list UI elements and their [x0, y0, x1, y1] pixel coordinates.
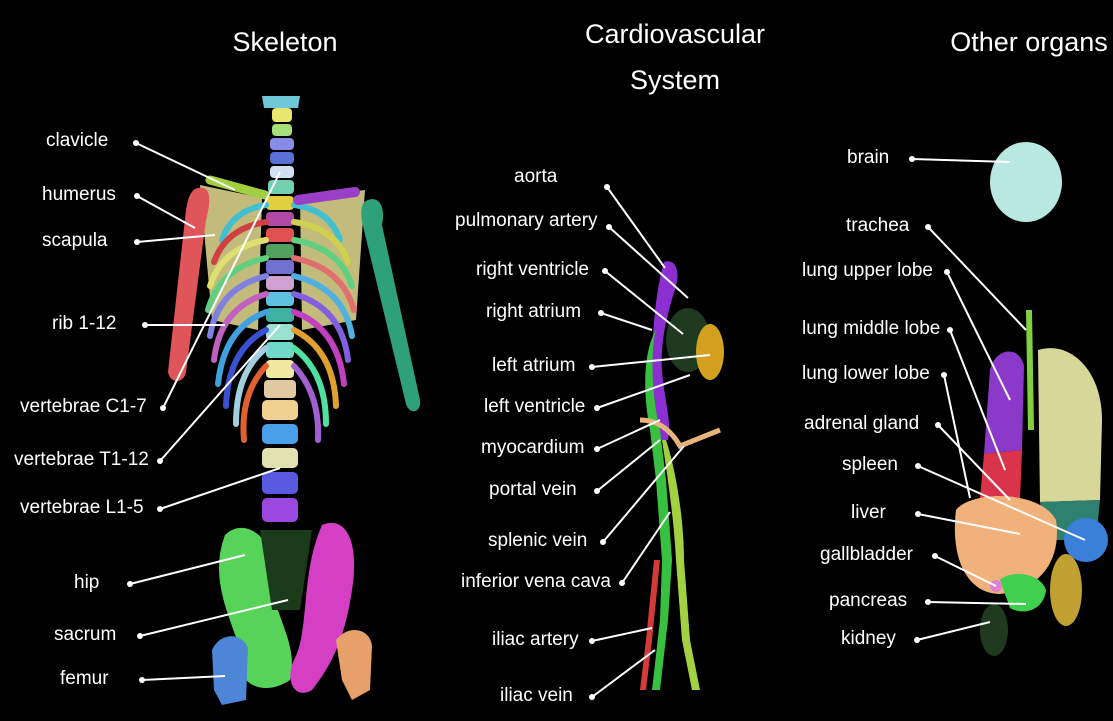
- vertebra-t12: [264, 380, 296, 398]
- label-iliac-artery: iliac artery: [492, 629, 579, 651]
- label-humerus: humerus: [42, 184, 116, 206]
- label-portal-vein: portal vein: [489, 479, 577, 501]
- label-lung-upper-lobe: lung upper lobe: [802, 260, 933, 282]
- vertebra-l5: [262, 498, 298, 522]
- pancreas-shape: [1000, 574, 1046, 611]
- vertebra-t3: [266, 228, 294, 242]
- vertebra-t5: [266, 260, 294, 274]
- label-gallbladder: gallbladder: [820, 544, 913, 566]
- label-rib: rib 1-12: [52, 313, 116, 335]
- left-atrium-shape: [696, 324, 724, 380]
- cardiovascular-illustration: [640, 261, 724, 690]
- label-aorta: aorta: [514, 166, 557, 188]
- label-scapula: scapula: [42, 230, 108, 252]
- label-right-ventricle: right ventricle: [476, 259, 589, 281]
- cardiovascular-title-line2: System: [565, 64, 785, 96]
- vertebra-c3: [270, 138, 294, 150]
- vertebra-t2: [266, 212, 294, 226]
- vertebra-t7: [266, 292, 294, 306]
- vertebra-l2: [262, 424, 298, 444]
- vertebra-t4: [266, 244, 294, 258]
- skeleton-illustration: [168, 96, 420, 705]
- label-lung-lower-lobe: lung lower lobe: [802, 363, 930, 385]
- label-vertebrae-c: vertebrae C1-7: [20, 396, 147, 418]
- label-splenic-vein: splenic vein: [488, 530, 587, 552]
- label-femur: femur: [60, 668, 109, 690]
- label-pancreas: pancreas: [829, 590, 907, 612]
- label-vertebrae-l: vertebrae L1-5: [20, 497, 144, 519]
- vertebra-c4: [270, 152, 294, 164]
- label-spleen: spleen: [842, 454, 898, 476]
- label-liver: liver: [851, 502, 886, 524]
- label-kidney: kidney: [841, 628, 896, 650]
- femur-left: [212, 636, 248, 705]
- vertebra-t8: [266, 308, 294, 322]
- label-pulmonary-artery: pulmonary artery: [455, 210, 598, 232]
- brain-shape: [990, 142, 1062, 222]
- label-sacrum: sacrum: [54, 624, 116, 646]
- trachea-shape: [1026, 310, 1034, 430]
- label-left-ventricle: left ventricle: [484, 396, 585, 418]
- label-left-atrium: left atrium: [492, 355, 575, 377]
- label-lung-middle-lobe: lung middle lobe: [802, 318, 940, 340]
- label-vertebrae-t: vertebrae T1-12: [14, 449, 149, 471]
- label-inferior-vena-cava: inferior vena cava: [461, 571, 611, 593]
- spleen-shape: [1064, 518, 1108, 562]
- femur-right: [336, 630, 372, 700]
- other-organs-title: Other organs: [945, 26, 1113, 58]
- label-iliac-vein: iliac vein: [500, 685, 573, 707]
- kidney-left-shape: [980, 604, 1008, 656]
- vertebra-c1: [272, 108, 292, 122]
- humerus-right: [361, 199, 420, 411]
- vertebra-l3: [262, 448, 298, 468]
- vertebra-c2: [272, 124, 292, 136]
- label-myocardium: myocardium: [481, 437, 584, 459]
- vertebra-l4: [262, 472, 298, 494]
- label-right-atrium: right atrium: [486, 301, 581, 323]
- label-brain: brain: [847, 147, 889, 169]
- vertebra-t6: [266, 276, 294, 290]
- skull-base: [262, 96, 300, 108]
- vertebra-l1: [262, 400, 298, 420]
- label-adrenal-gland: adrenal gland: [804, 413, 919, 435]
- lung-upper-lobe-shape: [984, 351, 1024, 454]
- vertebra-t1: [266, 196, 294, 210]
- kidney-right-shape: [1050, 554, 1082, 626]
- skeleton-title: Skeleton: [200, 26, 370, 58]
- label-trachea: trachea: [846, 215, 909, 237]
- cardiovascular-title-line1: Cardiovascular: [565, 18, 785, 50]
- vertebra-t11: [266, 360, 294, 378]
- vertebra-t10: [266, 342, 294, 358]
- label-hip: hip: [74, 572, 99, 594]
- vertebra-c5: [270, 166, 294, 178]
- label-clavicle: clavicle: [46, 130, 108, 152]
- lung-right-shape: [1038, 348, 1102, 502]
